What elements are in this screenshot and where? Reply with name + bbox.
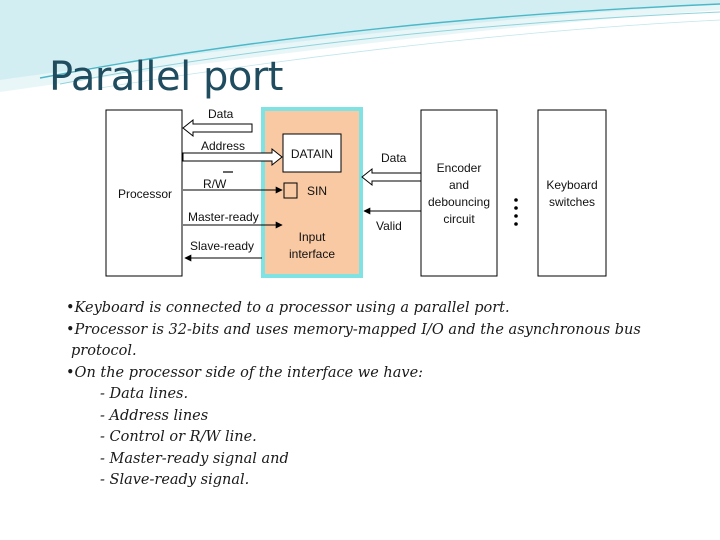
sin-flag	[283, 182, 298, 199]
keyboard-switches-block	[537, 109, 607, 277]
address-bus-arrow	[182, 147, 283, 167]
slide-title: Parallel port	[49, 54, 283, 100]
keyboard-label-1: Keyboard	[546, 178, 597, 192]
sub-bullet-item: - Master-ready signal and	[100, 450, 289, 467]
encoder-label-1: Encoder	[437, 161, 482, 175]
address-line-label: Address	[201, 139, 245, 153]
right-data-label: Data	[381, 151, 407, 165]
keyboard-label-2: switches	[549, 195, 595, 209]
switch-line-dot	[514, 198, 518, 202]
bullet-item-continuation: protocol.	[71, 343, 137, 359]
right-data-arrow	[361, 167, 422, 187]
bullet-list: •Keyboard is connected to a processor us…	[66, 298, 686, 492]
header-swoosh	[0, 0, 720, 92]
sub-bullet-item: - Slave-ready signal.	[100, 472, 250, 488]
encoder-label-2: and	[449, 178, 469, 192]
sub-bullet-item: - Address lines	[100, 407, 209, 424]
switch-line-dot	[514, 214, 518, 218]
bullet-item: •Processor is 32-bits and uses memory-ma…	[66, 321, 641, 338]
sub-bullet-item: - Control or R/W line.	[100, 429, 257, 445]
bullet-item: •On the processor side of the interface …	[66, 364, 424, 381]
bullet-item: •Keyboard is connected to a processor us…	[66, 300, 510, 316]
data-line-label: Data	[208, 107, 234, 121]
encoder-label-3: debouncing	[428, 195, 490, 209]
parallel-port-diagram: DATAIN SIN Input interface Processor Dat…	[105, 107, 607, 278]
encoder-label-4: circuit	[443, 212, 475, 226]
processor-block	[105, 109, 183, 277]
sin-label: SIN	[307, 184, 327, 198]
input-interface-label-1: Input	[299, 230, 326, 244]
sub-bullet-item: - Data lines.	[100, 386, 189, 402]
master-ready-label: Master-ready	[188, 210, 259, 224]
data-bus-arrow	[182, 118, 253, 138]
switch-line-dot	[514, 206, 518, 210]
rw-line-label: R/W	[203, 177, 227, 191]
valid-label: Valid	[376, 219, 402, 233]
slave-ready-label: Slave-ready	[190, 239, 254, 253]
datain-register	[282, 133, 342, 173]
datain-label: DATAIN	[291, 147, 333, 161]
encoder-block	[420, 109, 498, 277]
switch-line-dot	[514, 222, 518, 226]
processor-label: Processor	[118, 187, 172, 201]
input-interface-label-2: interface	[289, 247, 335, 261]
